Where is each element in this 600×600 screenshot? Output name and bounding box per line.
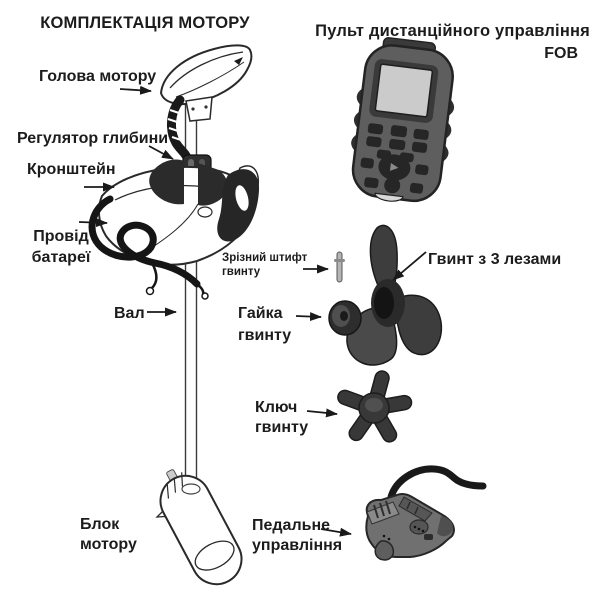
label-motor-unit: Блок мотору [80,516,137,553]
prop-nut-arrow [295,312,322,322]
foot-pedal-drawing [365,465,487,561]
page-title: КОМПЛЕКТАЦІЯ МОТОРУ [40,14,250,32]
depth-regulator-arrow [148,145,174,160]
label-depth-regulator: Регулятор глибини [17,130,169,147]
leader-arrows [78,85,427,537]
propeller-drawing [346,224,443,366]
remote-title: Пульт дистанційного управління [315,22,590,40]
propeller-arrow [392,251,427,281]
prop-nut-drawing [328,300,362,336]
label-prop-wrench: Ключ гвинту [255,399,309,436]
battery-wire-arrow [78,218,108,228]
motor-head-drawing [159,44,253,122]
remote-title-fob: FOB [544,45,578,62]
label-shear-pin: Зрізний штифт гвинту [222,252,308,278]
motor-unit-drawing [155,469,243,586]
label-foot-pedal: Педальне управління [252,517,343,554]
prop-wrench-arrow [306,408,338,418]
label-prop-nut: Гайка гвинту [238,305,292,344]
remote-control-drawing [351,37,455,203]
foot-pedal-arrow [320,527,352,537]
label-shaft: Вал [114,305,145,322]
motor-head-arrow [119,85,152,95]
coil-cable-drawing [167,95,193,165]
bracket-drawing [97,159,260,266]
label-motor-head: Голова мотору [39,68,157,85]
prop-wrench-drawing [337,370,413,443]
shear-pin-drawing [334,251,345,283]
battery-wire-drawing [88,195,209,300]
label-propeller: Гвинт з 3 лезами [428,251,562,268]
label-bracket: Кронштейн [27,161,116,178]
label-battery-wire: Провід батареї [31,228,91,266]
